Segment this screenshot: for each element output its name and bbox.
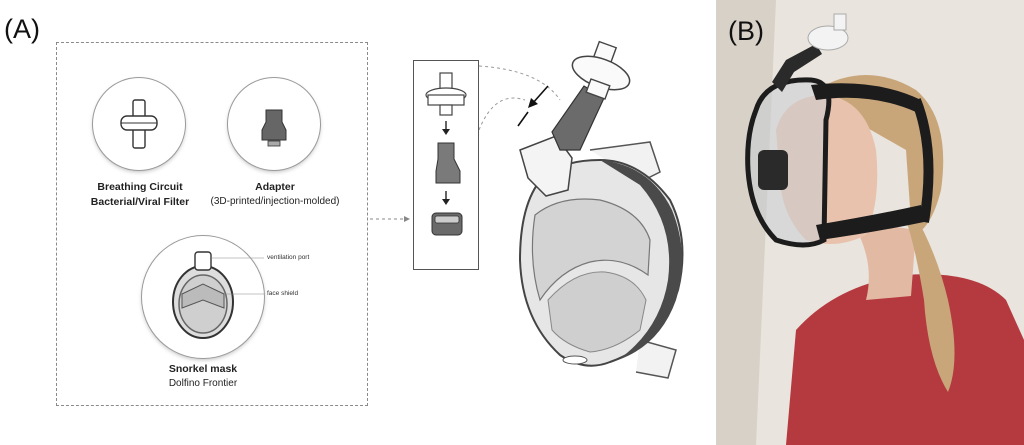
motion-arrowhead-1 (528, 98, 538, 108)
components-box (56, 42, 368, 406)
photo-illustration (716, 0, 1024, 445)
step-adapter-icon (435, 142, 461, 184)
leader-line-bottom (478, 97, 526, 131)
step-filter-icon (425, 72, 467, 116)
photo-shirt (786, 274, 1024, 445)
assembly-steps-art (425, 72, 467, 236)
motion-arrow-1 (531, 85, 549, 105)
photo-mask-snorkel-window (758, 150, 788, 190)
callout-ventilation-port: ventilation port (267, 254, 310, 261)
photo-filter-port (833, 13, 847, 31)
assembled-adapter (551, 85, 605, 151)
filter-title-line1: Breathing Circuit (97, 181, 183, 193)
photo-mask (745, 77, 832, 248)
callout-face-shield: face shield (267, 290, 299, 297)
mask-title: Snorkel mask (168, 363, 238, 375)
adapter-circle (228, 78, 320, 170)
assembly-steps (413, 60, 479, 270)
adapter-title: Adapter (255, 181, 295, 193)
photo-filter (807, 25, 849, 51)
adapter-icon (261, 109, 287, 147)
mask-valve (562, 355, 588, 365)
photo-strap-bottom (816, 205, 924, 240)
photo-strap-back (911, 98, 934, 223)
adapter-subtitle: (3D-printed/injection-molded) (210, 196, 340, 207)
mask-caption: Snorkel mask Dolfino Frontier (133, 362, 273, 391)
step-port-icon (431, 212, 463, 236)
adapter-caption: Adapter (3D-printed/injection-molded) (195, 180, 355, 209)
photo-panel (716, 0, 1024, 445)
photo-strap-top (811, 83, 921, 112)
step-arrow-2 (442, 191, 450, 205)
photo-ponytail (906, 210, 955, 392)
photo-adapter-tube (772, 44, 822, 92)
panel-b-label: (B) (728, 16, 764, 46)
mask-subtitle: Dolfino Frontier (168, 378, 238, 389)
connector-arrowhead (404, 216, 410, 222)
filter-title-line2: Bacterial/Viral Filter (90, 196, 190, 208)
mask-nose-cup (547, 271, 647, 353)
filter-circle (93, 78, 185, 170)
photo-neck (851, 220, 916, 300)
snorkel-mask-icon (172, 251, 264, 339)
mask-visor (531, 198, 651, 302)
step-arrow-1 (442, 121, 450, 135)
mask-circle (142, 236, 264, 358)
mask-rim (600, 160, 683, 360)
filter-icon (120, 99, 158, 149)
filter-caption: Breathing Circuit Bacterial/Viral Filter (70, 180, 210, 210)
motion-arrow-2 (517, 111, 529, 127)
assembled-filter (571, 40, 631, 100)
panel-a-label: (A) (4, 14, 40, 44)
mask-strap-bottom (635, 339, 677, 379)
